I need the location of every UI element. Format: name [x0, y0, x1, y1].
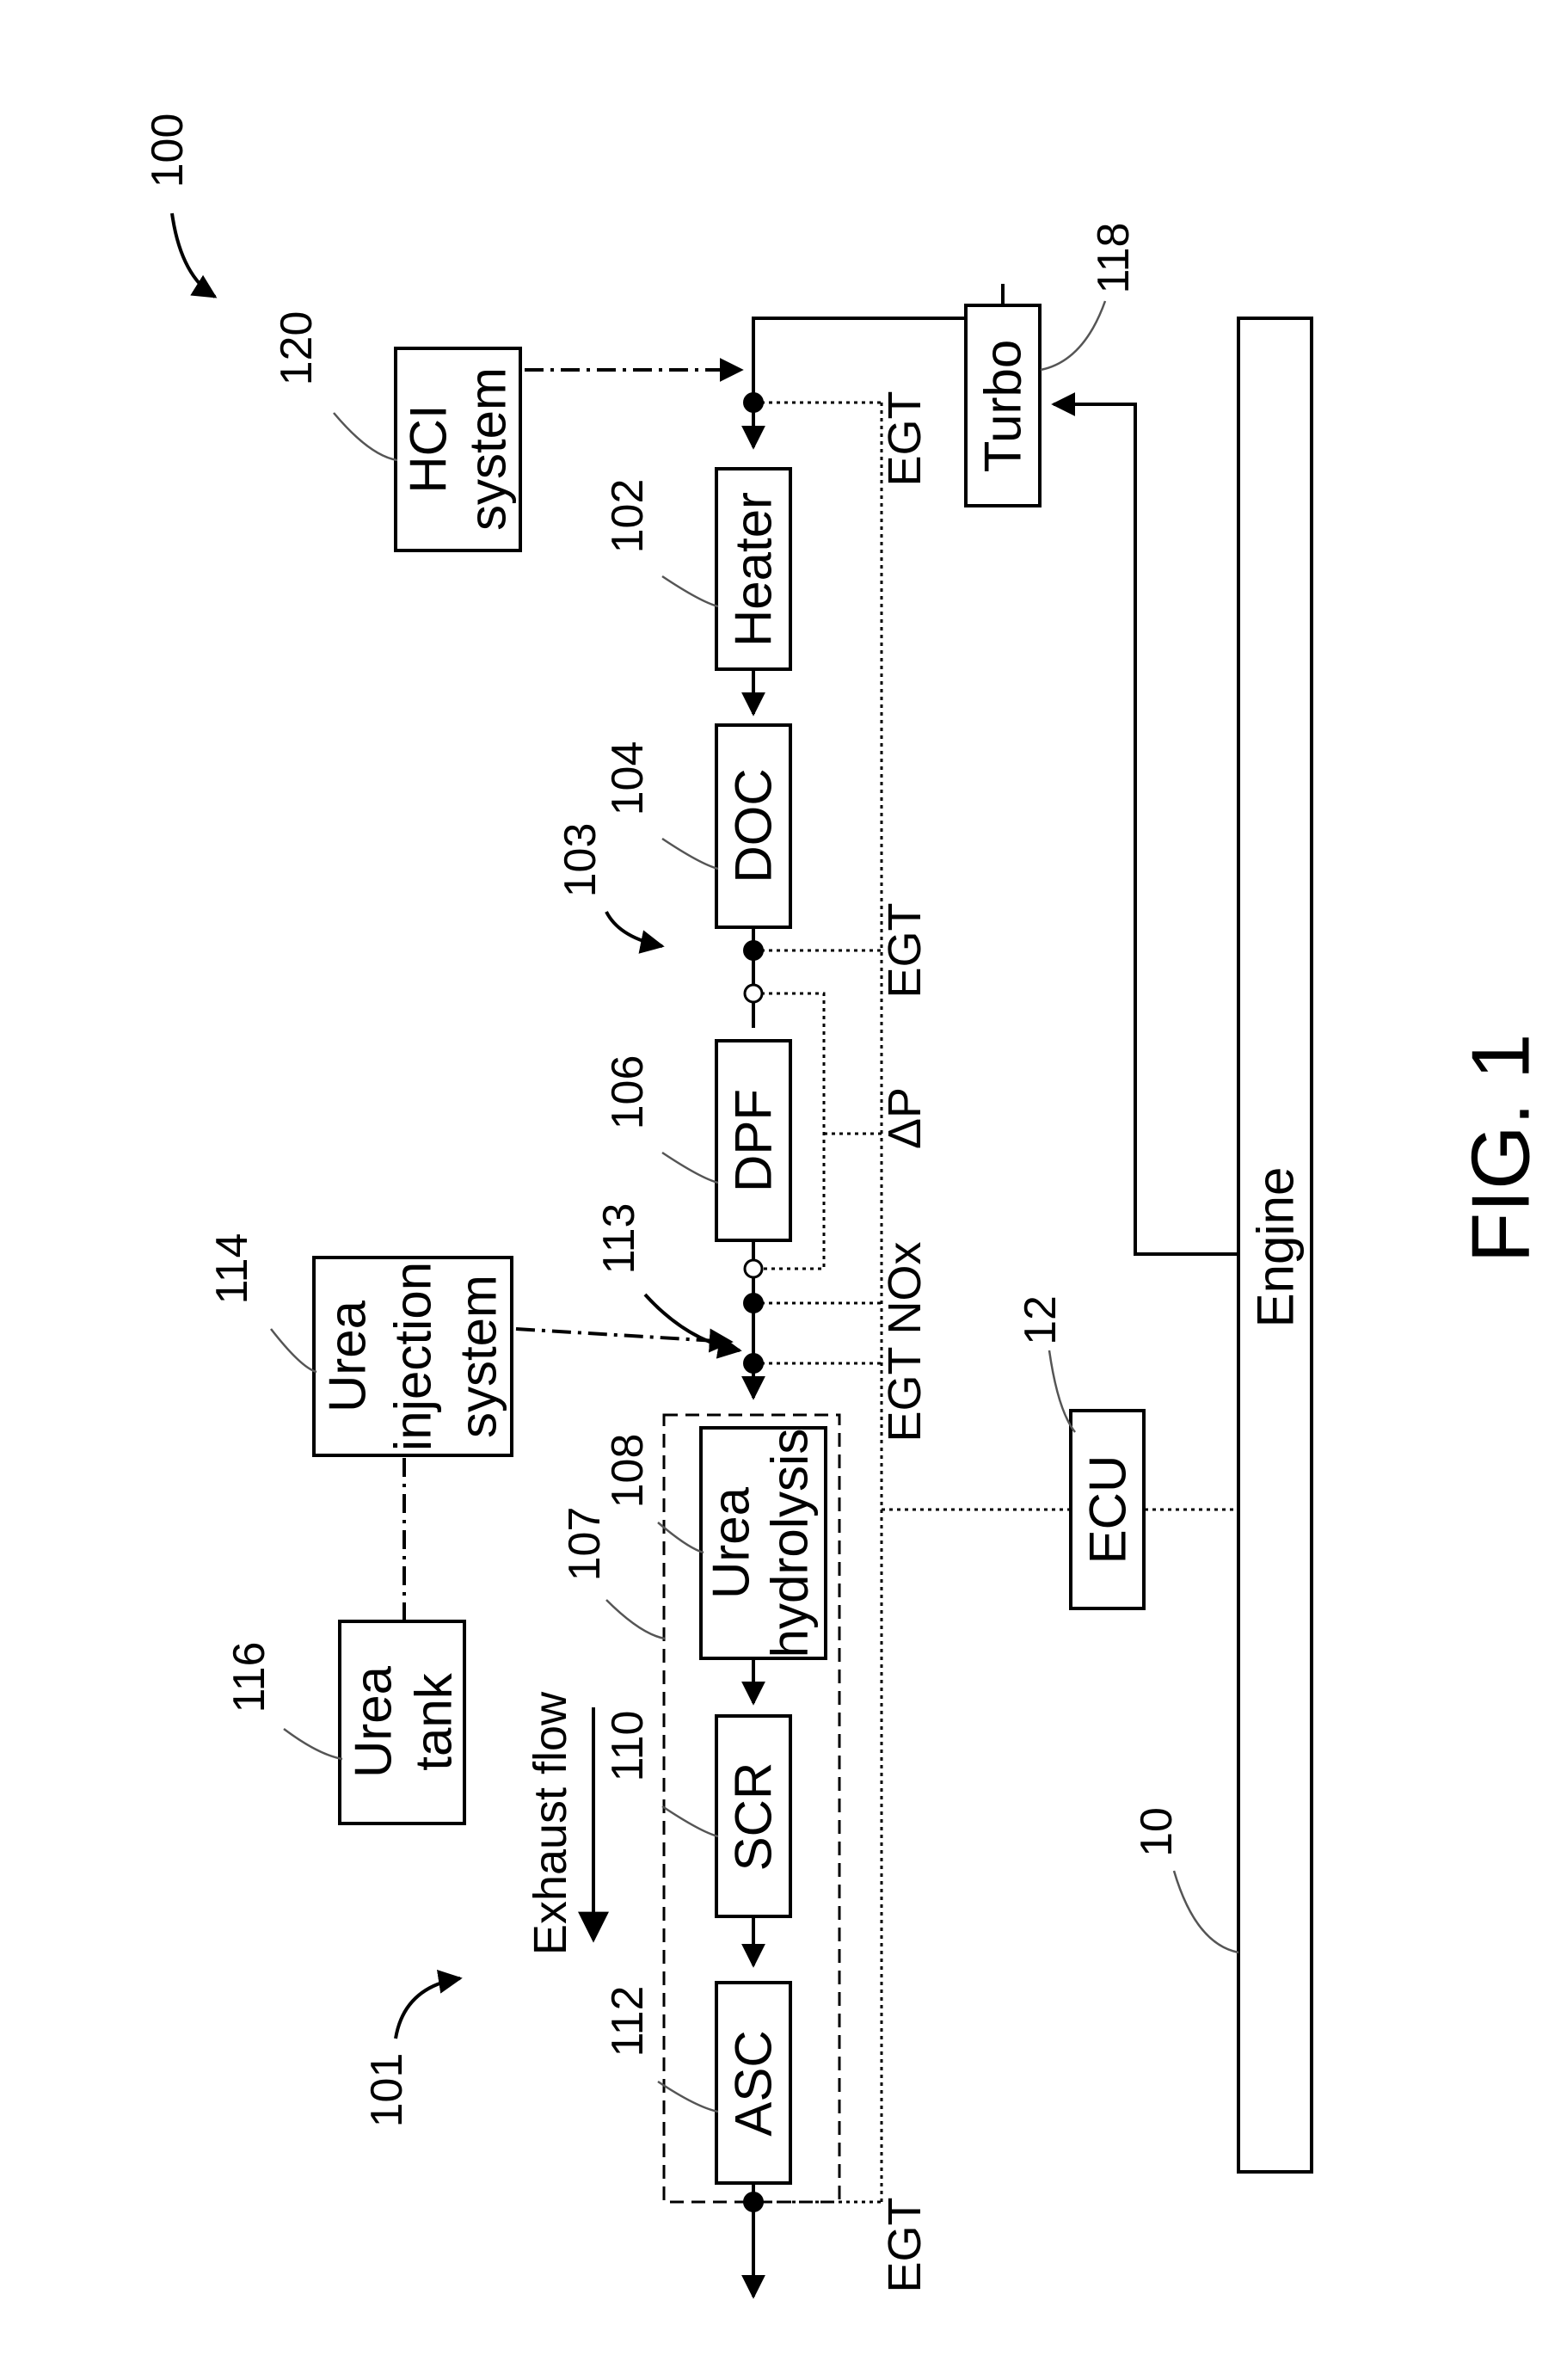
urea-hydrolysis-label-line2: hydrolysis: [761, 1429, 819, 1658]
ref-104-leader: [662, 839, 718, 869]
scr-label: SCR: [725, 1762, 783, 1872]
engine-block: Engine: [1238, 318, 1312, 2172]
ref-102-leader: [662, 576, 718, 606]
hci-system-block: HCI system: [396, 348, 520, 550]
pressure-tap-upstream: [745, 985, 762, 1002]
ref-118-leader: [1041, 301, 1105, 370]
egt-sensor-heater: [743, 392, 764, 413]
ref-114-leader: [271, 1329, 316, 1372]
ecu-block: ECU: [1071, 1411, 1144, 1608]
ref-103-arrow: [606, 912, 662, 946]
ref-120-leader: [334, 413, 397, 460]
asc-block: ASC: [716, 1983, 790, 2183]
ref-113: 113: [594, 1203, 644, 1275]
ref-112: 112: [603, 1986, 653, 2057]
ref-100-arrow: [172, 213, 215, 297]
egt-nox-label: EGT NOx: [879, 1241, 931, 1442]
urea-tank-block: Urea tank: [340, 1621, 464, 1823]
doc-label: DOC: [725, 768, 783, 883]
ref-101-arrow: [396, 1978, 460, 2039]
ref-103: 103: [556, 823, 605, 898]
egt-outlet-label: EGT: [879, 2197, 931, 2292]
urea-injection-label-line1: Urea: [319, 1300, 377, 1412]
egt-sensor-doc: [743, 940, 764, 961]
dpf-block: DPF: [716, 1041, 790, 1240]
exhaust-flow-label: Exhaust flow: [525, 1691, 576, 1955]
ref-106-leader: [662, 1153, 718, 1183]
delta-p-label: ΔP: [879, 1087, 931, 1149]
ref-107-leader: [606, 1600, 665, 1639]
ref-116-leader: [284, 1729, 342, 1759]
hci-system-label-line2: system: [459, 367, 517, 531]
ref-110: 110: [603, 1711, 653, 1782]
ref-112-leader: [658, 2082, 718, 2112]
ref-106: 106: [603, 1055, 653, 1130]
ref-10: 10: [1132, 1807, 1182, 1857]
ref-101: 101: [362, 2053, 412, 2128]
turbo-label: Turbo: [974, 340, 1032, 473]
urea-hydrolysis-block: Urea hydrolysis: [701, 1428, 826, 1658]
ref-10-leader: [1174, 1871, 1238, 1953]
urea-hydrolysis-label-line1: Urea: [703, 1486, 760, 1599]
urea-injection-system-block: Urea injection system: [314, 1258, 512, 1455]
pressure-tap-downstream: [745, 1260, 762, 1277]
heater-label: Heater: [725, 492, 783, 647]
egt-heater-label: EGT: [879, 391, 931, 486]
ref-108: 108: [603, 1434, 653, 1509]
scr-block: SCR: [716, 1716, 790, 1916]
hci-system-label-line1: HCI: [400, 404, 458, 493]
ref-120: 120: [272, 311, 322, 386]
urea-injection-label-line3: system: [450, 1275, 507, 1438]
engine-label: Engine: [1247, 1167, 1305, 1328]
ref-12: 12: [1016, 1295, 1066, 1345]
ref-102: 102: [603, 479, 653, 554]
asc-label: ASC: [725, 2030, 783, 2136]
ecu-label: ECU: [1079, 1455, 1137, 1565]
ref-118: 118: [1089, 223, 1139, 294]
turbo-block: Turbo: [966, 305, 1040, 506]
ref-107: 107: [560, 1507, 610, 1582]
doc-block: DOC: [716, 725, 790, 927]
figure-label: FIG. 1: [1455, 1034, 1547, 1264]
ref-104: 104: [603, 741, 653, 816]
urea-tank-label-line2: tank: [405, 1672, 463, 1770]
dpf-label: DPF: [725, 1089, 783, 1192]
nox-sensor: [743, 1293, 764, 1313]
egt-sensor-scr-inlet: [743, 1353, 764, 1374]
ref-114: 114: [207, 1233, 257, 1305]
ref-116: 116: [224, 1642, 274, 1713]
heater-block: Heater: [716, 469, 790, 669]
engine-to-turbo-flow: [1054, 404, 1238, 1254]
egt-doc-label: EGT: [879, 902, 931, 998]
ref-100: 100: [143, 114, 193, 188]
ref-110-leader: [662, 1806, 718, 1836]
urea-injection-label-line2: injection: [384, 1262, 442, 1451]
urea-tank-label-line1: Urea: [345, 1665, 403, 1778]
